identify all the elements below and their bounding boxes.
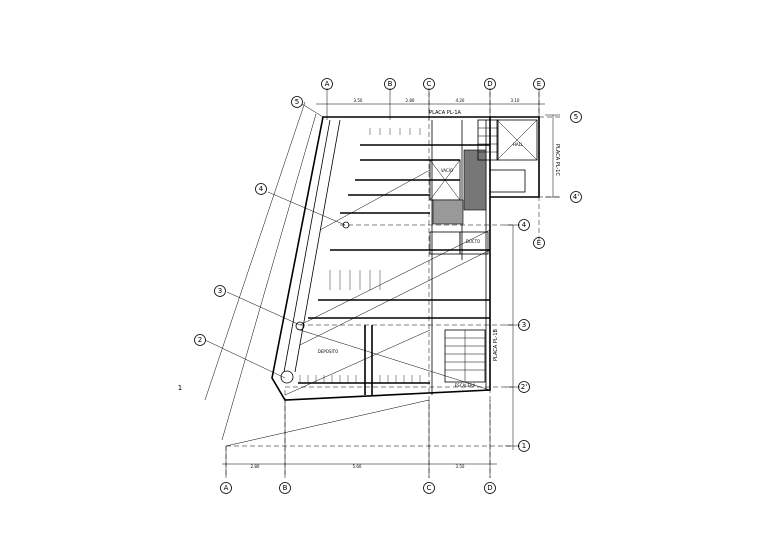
- grid-bubbles-right: 5 4' 4 3 2' 1: [518, 111, 582, 452]
- dim-label: 4.20: [456, 98, 465, 103]
- grid-label: B: [283, 484, 288, 492]
- grid-label: 1: [522, 442, 526, 450]
- bottom-dimension-line: 2.80 5.60 3.50: [222, 400, 497, 478]
- grid-label: 5: [295, 98, 299, 106]
- stair: [444, 119, 499, 383]
- grid-label: A: [325, 80, 330, 88]
- grid-label: 2': [521, 383, 527, 391]
- grid-label: 2: [198, 336, 202, 344]
- interior-structure: [280, 119, 538, 396]
- right-dimension-line: [505, 114, 560, 450]
- grid-label: E: [537, 239, 541, 247]
- grid-bubbles-top: A B C D E: [321, 78, 545, 90]
- grid-label: C: [427, 80, 432, 88]
- room-label-b: DUCTO: [466, 239, 480, 244]
- grid-label: A: [224, 484, 229, 492]
- dim-label: 2.80: [251, 464, 260, 469]
- stair-label: ESCALERA: [455, 383, 476, 388]
- dim-label: 3.10: [511, 98, 520, 103]
- room-label-a: DEPOSITO: [318, 349, 338, 354]
- grid-label: E: [537, 80, 541, 88]
- shaft-label: VACIO: [441, 168, 453, 173]
- grid-label: 4': [573, 193, 579, 201]
- dim-label: 2.80: [406, 98, 415, 103]
- dim-label: 3.50: [456, 464, 465, 469]
- grid-label: 4: [522, 221, 527, 229]
- grid-label: D: [487, 484, 492, 492]
- slab-label-right: PLACA PL-1B: [493, 328, 499, 360]
- grid-label: 3: [522, 321, 526, 329]
- grid-label: 4: [259, 185, 264, 193]
- slab-label-edge: PLACA PL-1C: [554, 144, 560, 176]
- grid-label: B: [388, 80, 393, 88]
- hall-label: HALL: [513, 142, 524, 147]
- grid-label: 5: [574, 113, 578, 121]
- plan-labels: PLACA PL-1A PLACA PL-1B PLACA PL-1C VACI…: [318, 110, 560, 388]
- grid-bubbles-bottom: A B C D E: [220, 237, 545, 494]
- grid-label: C: [427, 484, 432, 492]
- grid-bubbles-left: 5 4 3 2 1: [178, 96, 303, 392]
- grid-label: 1: [178, 384, 182, 392]
- grid-label: 3: [218, 287, 222, 295]
- slab-label-top: PLACA PL-1A: [429, 110, 461, 116]
- dim-label: 5.60: [353, 464, 362, 469]
- grid-label: D: [487, 80, 492, 88]
- dim-label: 3.50: [354, 98, 363, 103]
